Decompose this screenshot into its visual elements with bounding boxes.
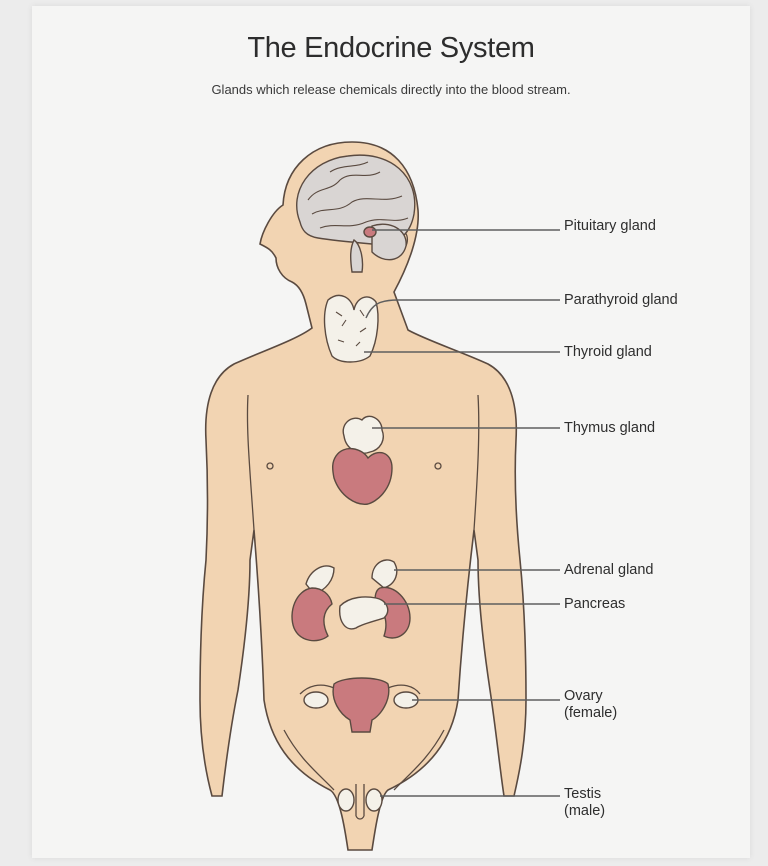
label-thymus-gland: Thymus gland [564,420,655,437]
label-adrenal-gland: Adrenal gland [564,562,654,579]
thymus-gland [343,416,383,453]
label-pancreas: Pancreas [564,596,625,613]
pituitary-gland [364,227,376,237]
label-parathyroid-gland: Parathyroid gland [564,292,678,309]
left-testis [338,789,354,811]
right-testis [366,789,382,811]
label-testis: Testis (male) [564,786,605,820]
left-ovary [304,692,328,708]
label-thyroid-gland: Thyroid gland [564,344,652,361]
label-pituitary-gland: Pituitary gland [564,218,656,235]
label-ovary: Ovary (female) [564,688,617,722]
